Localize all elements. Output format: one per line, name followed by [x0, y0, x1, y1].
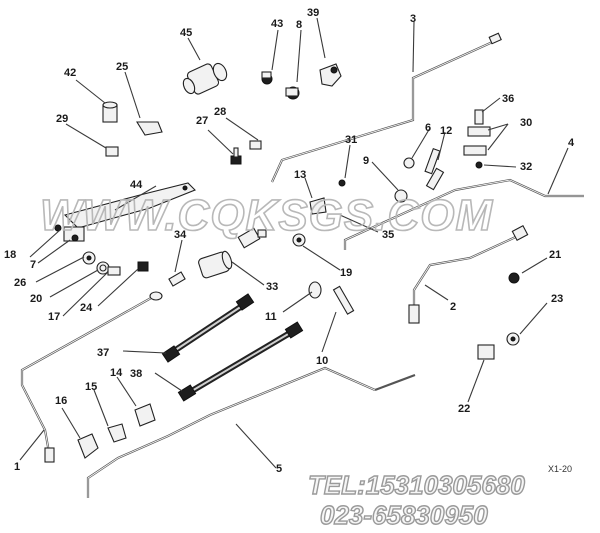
label-27: 27 [196, 115, 208, 127]
label-24: 24 [80, 302, 93, 314]
label-21: 21 [549, 249, 561, 261]
contact-phone: 023-65830950 [320, 500, 488, 530]
part-27-connector [230, 147, 242, 165]
part-28-connector [249, 140, 262, 150]
label-5: 5 [276, 463, 282, 475]
part-12-bolt [424, 147, 441, 175]
callout-labels: 1 2 3 4 5 6 7 8 9 10 11 12 13 14 15 16 1… [4, 7, 575, 475]
part-35-bolt [425, 167, 445, 191]
label-17: 17 [48, 311, 60, 323]
label-7: 7 [30, 259, 36, 271]
label-33: 33 [266, 281, 278, 293]
label-45: 45 [180, 27, 192, 39]
part-6-washer [403, 157, 415, 169]
label-3: 3 [410, 13, 416, 25]
part-19-nut [292, 233, 306, 247]
label-22: 22 [458, 403, 470, 415]
label-35: 35 [382, 229, 394, 241]
label-10: 10 [316, 355, 328, 367]
part-17-bolt [107, 266, 121, 276]
part-43 [261, 71, 273, 85]
label-8: 8 [296, 19, 302, 31]
label-16: 16 [55, 395, 67, 407]
part-13-clamp [309, 197, 327, 215]
part-26-washer [82, 251, 96, 265]
hose-37 [161, 293, 255, 363]
part-10-bolt [332, 285, 355, 315]
label-30: 30 [520, 117, 532, 129]
label-43: 43 [271, 18, 283, 30]
part-36-bolt [474, 109, 484, 125]
label-19: 19 [340, 267, 352, 279]
label-2: 2 [450, 301, 456, 313]
contact-tel: TEL:15310305680 [308, 470, 525, 500]
leader-lines [19, 17, 569, 469]
label-42: 42 [64, 67, 76, 79]
label-14: 14 [110, 367, 123, 379]
label-13: 13 [294, 169, 306, 181]
part-39-elbow [319, 63, 342, 87]
label-37: 37 [97, 347, 109, 359]
label-25: 25 [116, 61, 128, 73]
label-15: 15 [85, 381, 97, 393]
label-32: 32 [520, 161, 532, 173]
tube-4 [343, 178, 584, 250]
part-32-nut [475, 161, 483, 169]
part-34-adapter [237, 227, 267, 249]
part-29-clip [105, 146, 119, 157]
label-4: 4 [568, 137, 575, 149]
label-20: 20 [30, 293, 42, 305]
label-34: 34 [174, 229, 187, 241]
label-9: 9 [363, 155, 369, 167]
part-45-filter [182, 62, 228, 95]
label-38: 38 [130, 368, 142, 380]
tube-5 [86, 366, 416, 498]
label-28: 28 [214, 106, 226, 118]
part-16-elbow [77, 433, 99, 459]
label-1: 1 [14, 461, 20, 473]
label-23: 23 [551, 293, 563, 305]
part-18-7 [54, 224, 85, 242]
tube-1 [20, 291, 163, 463]
label-26: 26 [14, 277, 26, 289]
part-25-bracket [136, 121, 163, 136]
label-29: 29 [56, 113, 68, 125]
part-22-block [477, 344, 495, 360]
part-34-fitting [168, 271, 186, 287]
label-39: 39 [307, 7, 319, 19]
tube-3 [270, 32, 502, 183]
part-42-bracket [102, 101, 118, 123]
label-36: 36 [502, 93, 514, 105]
part-23-nut [506, 332, 520, 346]
part-15-elbow [107, 423, 127, 443]
label-6: 6 [425, 122, 431, 134]
hose-38 [177, 321, 304, 402]
part-9-banjo [394, 189, 408, 203]
watermark-website: WWW.CQKSGS.COM [40, 191, 493, 240]
part-21-plug [508, 272, 520, 284]
label-44: 44 [130, 179, 143, 191]
part-30-blocks [463, 126, 491, 156]
drawing-code: X1-20 [548, 464, 572, 474]
part-24-nut [137, 261, 149, 272]
part-8-fitting [285, 86, 300, 100]
part-14-elbow [134, 403, 156, 427]
part-31-bolt [338, 179, 346, 187]
label-11: 11 [265, 311, 277, 323]
tube-2 [408, 225, 529, 324]
label-18: 18 [4, 249, 16, 261]
label-31: 31 [345, 134, 357, 146]
label-12: 12 [440, 125, 452, 137]
part-33-filter [198, 250, 233, 279]
part-11-washer [308, 281, 322, 299]
